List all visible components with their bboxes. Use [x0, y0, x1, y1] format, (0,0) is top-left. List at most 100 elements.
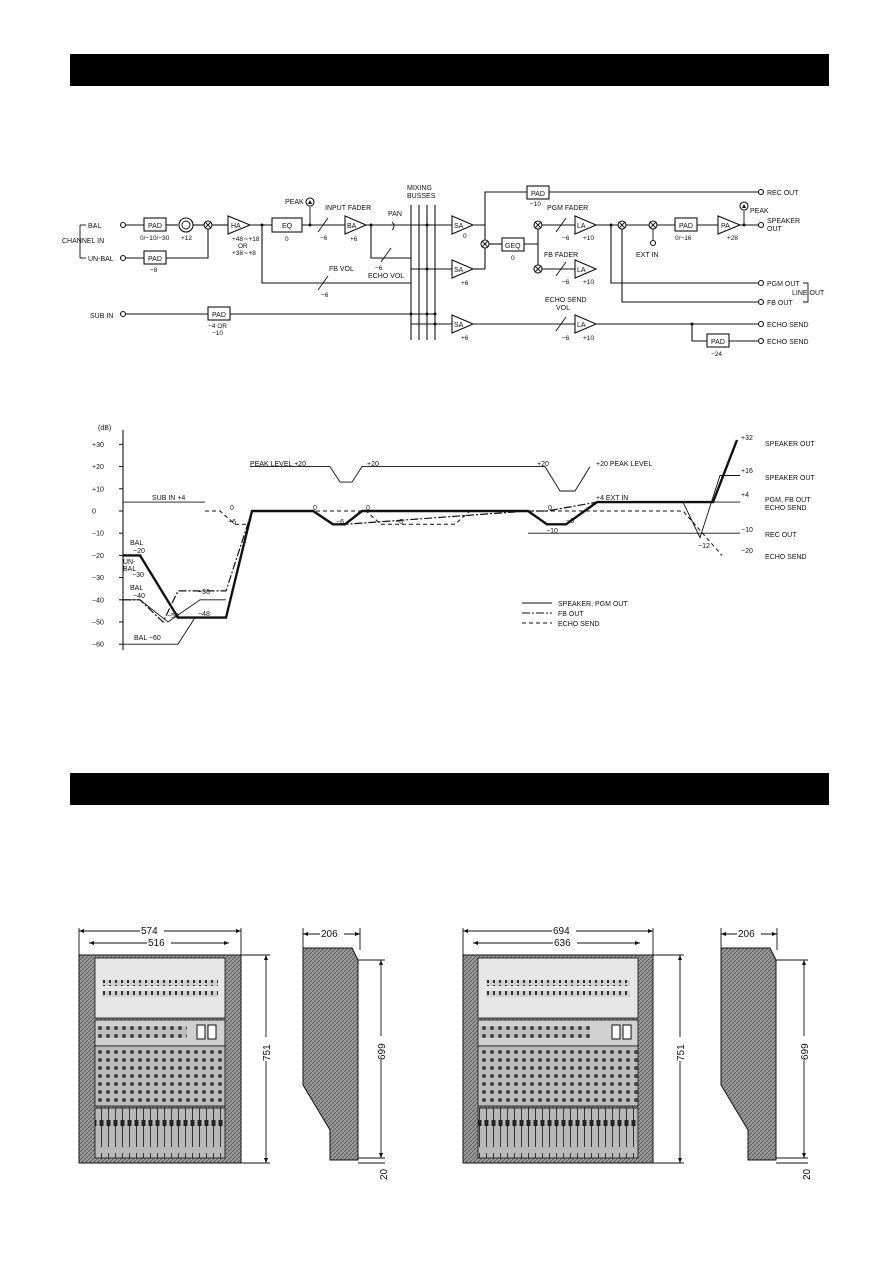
y-tick-label: 0: [92, 509, 96, 516]
dim-right-width-inner: 636: [554, 938, 571, 949]
fb-value: −6: [562, 279, 570, 286]
pa-amp: [717, 215, 742, 235]
fb-fader-label: FB FADER: [544, 252, 578, 259]
unbal-jack: [119, 254, 127, 262]
la-label-3: LA: [577, 322, 586, 329]
out-pad-label: PAD: [679, 223, 693, 230]
ha-value-3: +38∼+8: [232, 250, 256, 257]
pgm-out-jack: [757, 279, 765, 287]
label-n10b: −10: [741, 527, 753, 534]
eq-value: 0: [285, 236, 289, 243]
y-tick-label: −60: [92, 642, 104, 649]
mixing-label-1: MIXING: [407, 185, 432, 192]
sub-in-label: SUB IN: [90, 313, 113, 320]
echo-send-jack-2: [757, 337, 765, 345]
fader-value: −6: [320, 235, 328, 242]
chart-legend: SPEAKER, PGM OUT FB OUT ECHO SEND: [522, 601, 628, 628]
y-tick-label: −30: [92, 575, 104, 582]
la2-value: +10: [583, 279, 594, 286]
rec-pad-label: PAD: [531, 191, 545, 198]
channel-in-label: CHANNEL IN: [62, 238, 104, 245]
bal-60-line: [123, 617, 226, 645]
block-diagram: MIXING BUSSES BAL CHANNEL IN UN-BAL PAD …: [62, 185, 825, 358]
label-6a: −6: [228, 519, 236, 526]
echo-vol-label: ECHO VOL: [368, 273, 404, 280]
label-n10a: −10: [546, 528, 558, 535]
dim-left-side-height: 699: [377, 1043, 388, 1060]
pgm-out-label: PGM OUT: [767, 281, 800, 288]
sa-amp-1: [451, 215, 475, 235]
label-0c: 0: [366, 505, 370, 512]
pa-label: PA: [721, 223, 730, 230]
la3-value: +10: [583, 335, 594, 342]
dim-left-height: 751: [262, 1044, 273, 1061]
pgm-value: −6: [562, 235, 570, 242]
chart-annotations: BAL −20 UN- BAL −30 BAL −40 BAL −60 SUB …: [123, 435, 816, 642]
label-ext-in: +4 EXT IN: [596, 495, 628, 502]
ba-amp: [344, 215, 368, 235]
label-6d: −6: [566, 518, 574, 525]
label-echo-send-r2: ECHO SEND: [765, 554, 807, 561]
echo-pad-label: PAD: [711, 339, 725, 346]
label-unbal-3: −30: [132, 572, 144, 579]
dim-right-side-height: 699: [800, 1043, 811, 1060]
ba-label: BA: [347, 223, 357, 230]
label-pgm-fb-out: PGM, FB OUT: [765, 497, 811, 504]
sa3-value: +6: [461, 335, 469, 342]
subpad-value-1: −4 OR: [208, 323, 227, 330]
dim-right-base: 20: [802, 1168, 813, 1180]
peak-label-1: PEAK: [285, 199, 304, 206]
dim-left-depth: 206: [321, 929, 338, 940]
ha-amp: [227, 215, 252, 235]
ha-label: HA: [231, 223, 241, 230]
pad2-value: −8: [150, 267, 158, 274]
dim-right-depth: 206: [738, 929, 755, 940]
recpad-value: −10: [530, 201, 541, 208]
level-diagram-chart: (dB) +30+20+100−10−20−30−40−50−60 SPEAKE…: [92, 425, 816, 650]
label-unbal-2: BAL: [123, 566, 136, 573]
series-echo-line: [205, 510, 723, 556]
line-out-label: LINE OUT: [792, 290, 825, 297]
geq-value: 0: [511, 255, 515, 262]
dim-right-width-outer: 694: [553, 926, 570, 937]
y-tick-label: −10: [92, 531, 104, 538]
la-amp-2: [574, 259, 598, 279]
dim-left-width-outer: 574: [141, 926, 158, 937]
bal-40-line: [123, 599, 226, 623]
dim-left-base: 20: [379, 1168, 390, 1180]
label-n12: −12: [698, 543, 710, 550]
subpad-value-2: −10: [212, 330, 223, 337]
echo-send-label-1: ECHO SEND: [767, 322, 809, 329]
label-bal-20b: −20: [133, 548, 145, 555]
sa-label-2: SA: [454, 267, 464, 274]
label-bal-20a: BAL: [130, 540, 143, 547]
ext-in-jack: [649, 239, 657, 247]
peak-label-2: PEAK: [750, 208, 769, 215]
label-n36: −36: [198, 589, 210, 596]
label-0b: 0: [313, 505, 317, 512]
section-header-bar-bottom: [70, 773, 829, 805]
pad-label-2: PAD: [148, 256, 162, 263]
sa2-value: +6: [461, 280, 469, 287]
label-bal-40b: −40: [133, 593, 145, 600]
front-view-small: 574 516 751: [78, 925, 273, 1164]
label-rec-out-r: REC OUT: [765, 532, 797, 539]
y-axis-label: (dB): [98, 425, 111, 432]
label-peak-20a: +20: [367, 461, 379, 468]
label-p16: +16: [741, 468, 753, 475]
input-fader-label: INPUT FADER: [325, 205, 371, 212]
y-tick-label: −50: [92, 620, 104, 627]
sa-label-1: SA: [454, 223, 464, 230]
side-view-small: 206 699 20: [302, 928, 390, 1180]
echo-send-vol-label-2: VOL: [556, 305, 570, 312]
rec-out-label: REC OUT: [767, 190, 799, 197]
rec-out-jack: [757, 188, 765, 196]
la-label-1: LA: [577, 223, 586, 230]
unbal-input-label: UN-BAL: [88, 256, 114, 263]
label-6c: −6: [395, 519, 403, 526]
eq-label: EQ: [282, 223, 293, 230]
label-n48: −48: [198, 611, 210, 618]
mixing-bus-lines: [410, 205, 436, 340]
legend-echo-send: ECHO SEND: [558, 621, 600, 628]
pan-label: PAN: [388, 211, 402, 218]
